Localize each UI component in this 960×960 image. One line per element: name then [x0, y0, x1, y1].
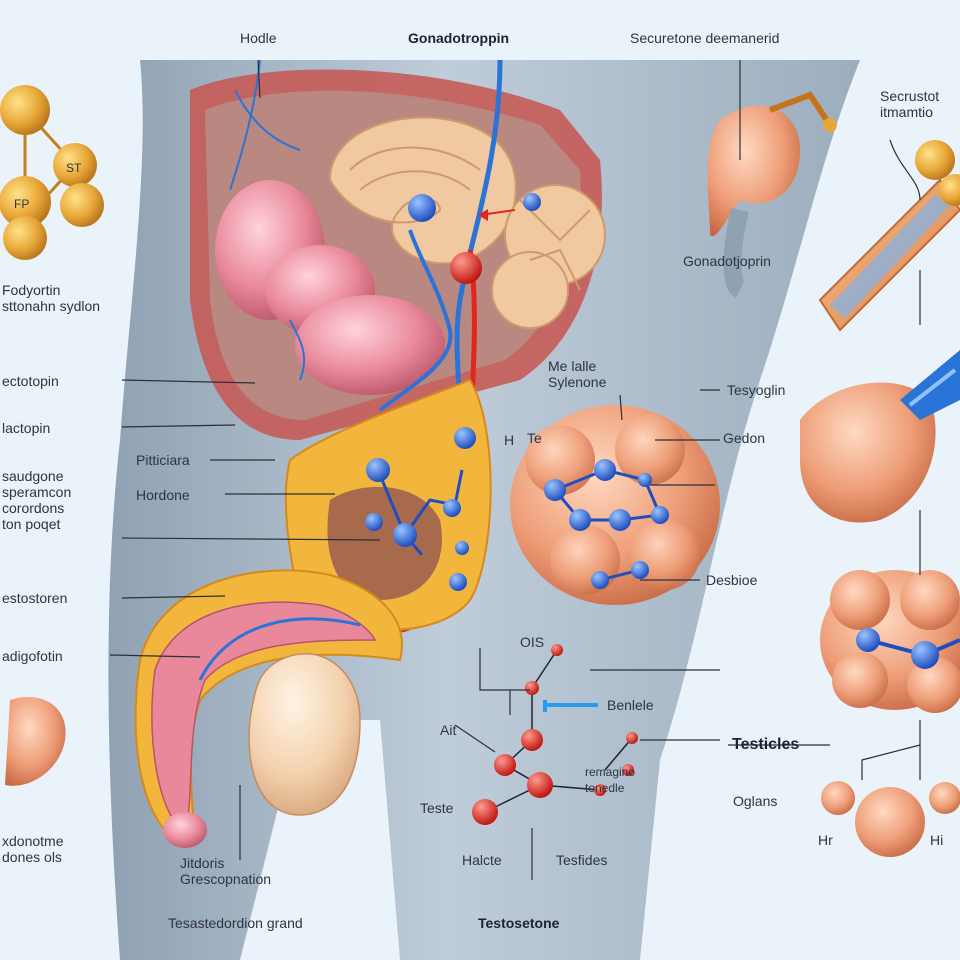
label-adigofotin: adigofotin [2, 648, 63, 664]
label-hi: Hi [930, 832, 944, 848]
label-remagino: remagino tonedle [585, 765, 636, 795]
label-saudgone-block: saudgone speramcon corordons ton poqet [2, 468, 72, 532]
tube-right [818, 140, 960, 332]
blue-node [408, 194, 436, 222]
testis [248, 653, 361, 816]
label-gonadotroppin: Gonadotroppin [408, 30, 510, 46]
blue-vessel-branch [378, 229, 453, 412]
label-molecule-fp: FP [14, 197, 30, 211]
sphere [821, 781, 855, 815]
label-me-lalle: Me lalle Sylenone [548, 358, 607, 390]
brain-folds [349, 146, 481, 191]
label-jitdoris: Jitdoris Grescopnation [180, 855, 272, 887]
label-estostoren: estostoren [2, 590, 68, 606]
label-ait: Ait [440, 722, 457, 738]
gland-right [800, 350, 960, 523]
label-gonadotjoprin: Gonadotjoprin [683, 253, 771, 269]
label-hodle: Hodle [240, 30, 277, 46]
label-tesfides: Tesfides [556, 852, 608, 868]
red-arrowhead [478, 209, 488, 221]
gland-cluster-right [820, 570, 960, 713]
sphere [855, 787, 925, 857]
label-desbioe: Desbioe [706, 572, 758, 588]
label-oglans: Oglans [733, 793, 778, 809]
molecule-top-left [0, 85, 104, 260]
blue-indicator [543, 700, 598, 712]
label-pitticiara: Pitticiara [136, 452, 190, 468]
blue-node [523, 193, 541, 211]
label-xdonotme: xdonotme dones ols [2, 833, 64, 865]
label-benlele: Benlele [607, 697, 654, 713]
glans [163, 812, 207, 848]
label-te: Te [527, 430, 542, 446]
label-molecule-st: ST [66, 161, 82, 175]
blue-vessel-penis [198, 617, 361, 681]
thin-vessel [229, 59, 306, 381]
label-hordone: Hordone [136, 487, 190, 503]
leader-lines [109, 59, 921, 880]
label-fodyortin: Fodyortin sttonahn sydlon [2, 282, 101, 314]
hormone-chain-pelvis [365, 427, 476, 591]
label-ois: OIS [520, 634, 545, 650]
label-lactopin: lactopin [2, 420, 51, 436]
sphere [929, 782, 960, 814]
pelvic-cavity [327, 486, 442, 600]
label-ectotopin: ectotopin [2, 373, 59, 389]
gland-top-right [707, 91, 837, 299]
testis-tissue-cluster [510, 405, 720, 605]
label-securetone: Securetone deemanerid [630, 30, 780, 46]
label-teste: Teste [420, 800, 454, 816]
label-halcte: Halcte [462, 852, 502, 868]
label-secrustot: Secrustot itmamtio [880, 88, 940, 120]
label-testicles: Testicles [732, 736, 800, 753]
label-testosetone: Testosetone [478, 915, 560, 931]
pituitary-node-red [450, 252, 482, 284]
gland-left-top [5, 696, 66, 786]
label-h: H [504, 432, 515, 448]
bladder [295, 295, 445, 395]
label-hr: Hr [818, 832, 833, 848]
molecule-red [472, 644, 638, 825]
label-tesastedordion-grand: Tesastedordion grand [168, 915, 303, 931]
label-tesyoglin: Tesyoglin [727, 382, 786, 398]
label-gedon: Gedon [723, 430, 766, 446]
